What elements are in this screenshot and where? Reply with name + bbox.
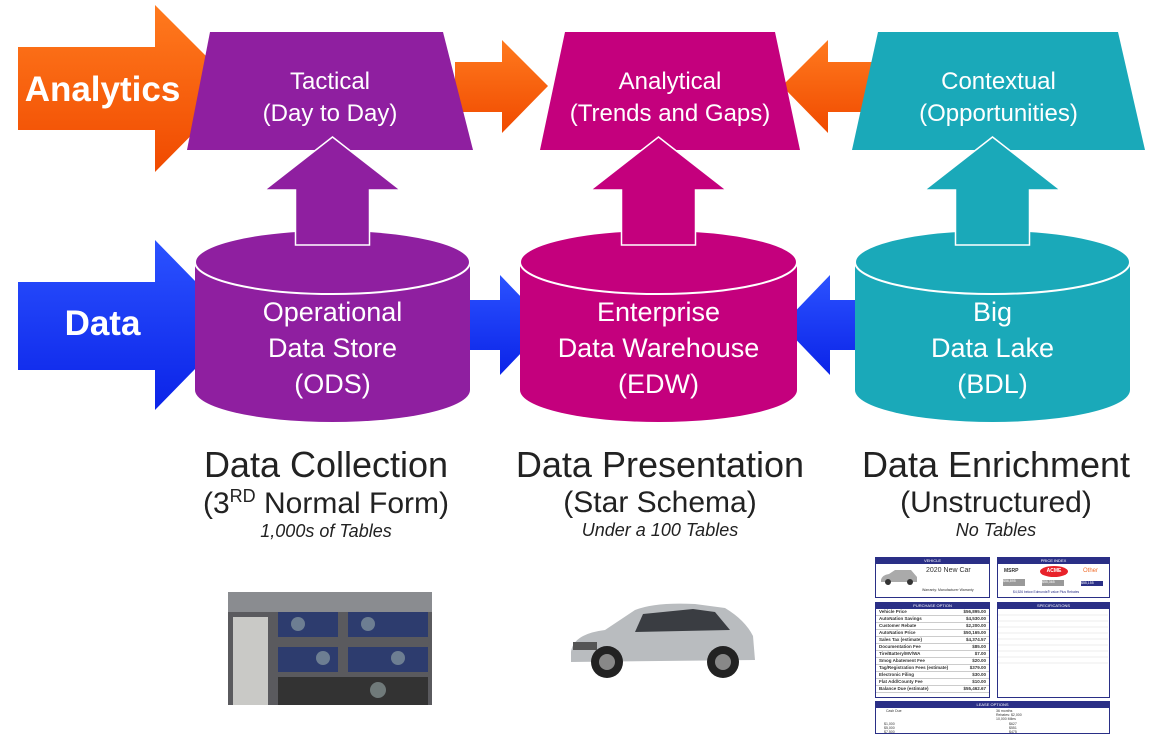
tactical-shape — [187, 32, 473, 150]
up-arrow — [262, 136, 403, 246]
parts-warehouse-photo — [228, 592, 432, 705]
arrow-bdl-to-edw — [782, 275, 875, 375]
tactical-box: Tactical(Day to Day) — [262, 68, 398, 127]
specifications-table — [998, 614, 1108, 664]
purchase-row: Customer Rebate$2,200.00 — [876, 623, 989, 630]
caption-presentation: Data Presentation(Star Schema)Under a 10… — [515, 444, 805, 540]
caption-enrichment: Data Enrichment(Unstructured)No Tables — [861, 444, 1131, 540]
arrow-ods-to-edw — [455, 275, 548, 375]
cylinder-body — [195, 262, 470, 422]
up-arrow — [922, 136, 1063, 246]
lease-row: $7,500$475 — [884, 729, 1017, 734]
data-label: Data — [64, 304, 141, 343]
purchase-row: Balance Due (estimate)$55,462.67 — [876, 686, 989, 693]
diagram — [18, 5, 1145, 422]
car-image — [571, 603, 755, 678]
purchase-row: AutoNation Price$50,165.00 — [876, 630, 989, 637]
analytical-box: Analytical(Trends and Gaps) — [569, 68, 771, 127]
purchase-row: Sales Tax (estimate)$4,374.57 — [876, 637, 989, 644]
purchase-row: Tag/Registration Fees (estimate)$379.00 — [876, 665, 989, 672]
cylinder-body — [520, 262, 797, 422]
caption-collection: Data Collection (3RD Normal Form) 1,000s… — [202, 444, 450, 541]
purchase-row: Vehicle Price$56,895.00 — [876, 609, 989, 616]
analytics-label: Analytics — [24, 70, 181, 109]
arrow-tactical-to-analytical — [455, 40, 548, 133]
purchase-row: Electronic Filing$30.00 — [876, 672, 989, 679]
cylinder-body — [855, 262, 1130, 422]
purchase-row: Documentation Fee$85.00 — [876, 644, 989, 651]
car-thumbnail — [881, 570, 917, 585]
analytical-shape — [540, 32, 800, 150]
vehicle-pricing-document: VEHICLE 2020 New Car Warranty: Manufactu… — [875, 557, 1112, 734]
purchase-row: Tire/Battery/MV/WA$7.00 — [876, 651, 989, 658]
contextual-shape — [852, 32, 1145, 150]
up-arrow — [588, 136, 729, 246]
lease-row: $5,000$551 — [884, 725, 1017, 730]
analytics-arrow — [18, 5, 238, 172]
purchase-row: AutoNation Savings$4,530.00 — [876, 616, 989, 623]
data-arrow — [18, 240, 238, 410]
lease-row: $1,000$627 — [884, 721, 1017, 726]
purchase-row: Smog Abatement Fee$20.00 — [876, 658, 989, 665]
contextual-box: Contextual(Opportunities) — [919, 68, 1078, 127]
arrow-contextual-to-analytical — [782, 40, 875, 133]
purchase-row: Flat Add/County Fee$10.00 — [876, 679, 989, 686]
